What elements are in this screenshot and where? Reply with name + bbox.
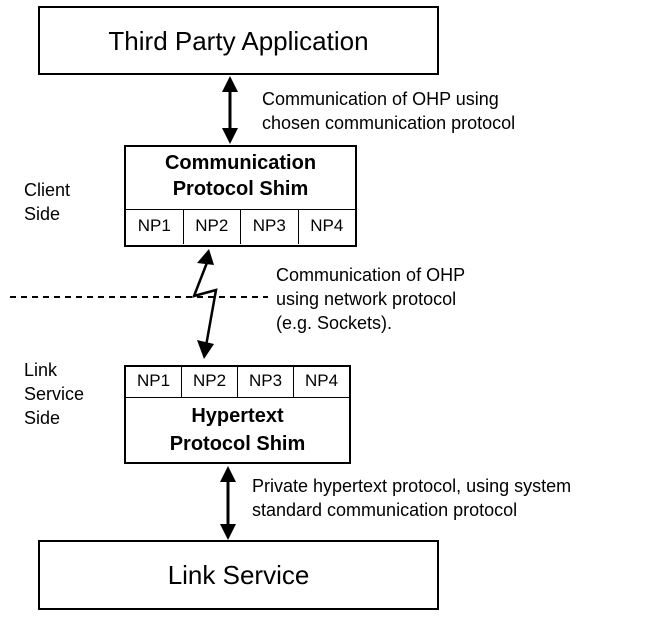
note-line: using network protocol [276, 289, 457, 309]
communication-shim-np-row: NP1 NP2 NP3 NP4 [126, 209, 355, 244]
network-communication-note: Communication of OHP using network proto… [276, 263, 465, 335]
top-communication-note: Communication of OHP using chosen commun… [262, 87, 515, 135]
network-zigzag-arrow [191, 259, 218, 347]
side-label-line: Link [24, 360, 58, 380]
third-party-application-box: Third Party Application [38, 6, 439, 75]
top-double-arrow [222, 76, 238, 144]
hypertext-shim-line2: Protocol Shim [169, 433, 306, 455]
note-line: Private hypertext protocol, using system [252, 476, 572, 496]
client-side-label: Client Side [24, 178, 70, 226]
hypertext-shim-line1: Hypertext [191, 405, 284, 427]
np2-cell: NP2 [184, 210, 241, 244]
np4-cell: NP4 [310, 216, 344, 235]
hypertext-protocol-shim-box: NP1 NP2 NP3 NP4 Hypertext Protocol Shim [124, 365, 351, 464]
note-line: Communication of OHP using [262, 89, 499, 109]
communication-shim-line2: Protocol Shim [172, 178, 309, 200]
note-line: (e.g. Sockets). [276, 313, 393, 333]
private-protocol-note: Private hypertext protocol, using system… [252, 474, 571, 522]
note-line: Communication of OHP [276, 265, 466, 285]
side-label-line: Side [24, 204, 61, 224]
zigzag-arrowhead-top [197, 249, 214, 265]
np2-cell: NP2 [182, 367, 238, 397]
link-service-label: Link Service [167, 560, 310, 590]
side-label-line: Side [24, 408, 61, 428]
link-service-side-label: Link Service Side [24, 358, 84, 430]
hypertext-shim-np-row: NP1 NP2 NP3 NP4 [126, 367, 349, 398]
note-line: chosen communication protocol [262, 113, 516, 133]
zigzag-arrowhead-bottom [197, 340, 214, 359]
link-service-box: Link Service [38, 540, 439, 610]
bottom-double-arrow [220, 466, 236, 540]
note-line: standard communication protocol [252, 500, 518, 520]
communication-shim-line1: Communication [164, 152, 317, 174]
np3-cell: NP3 [241, 210, 299, 244]
np1-cell: NP1 [126, 367, 182, 397]
side-label-line: Client [24, 180, 71, 200]
np4-cell: NP4 [304, 371, 339, 390]
np3-cell: NP3 [238, 367, 294, 397]
np1-cell: NP1 [126, 210, 184, 244]
third-party-application-label: Third Party Application [108, 26, 369, 56]
communication-protocol-shim-box: Communication Protocol Shim NP1 NP2 NP3 … [124, 145, 357, 247]
side-label-line: Service [24, 384, 85, 404]
